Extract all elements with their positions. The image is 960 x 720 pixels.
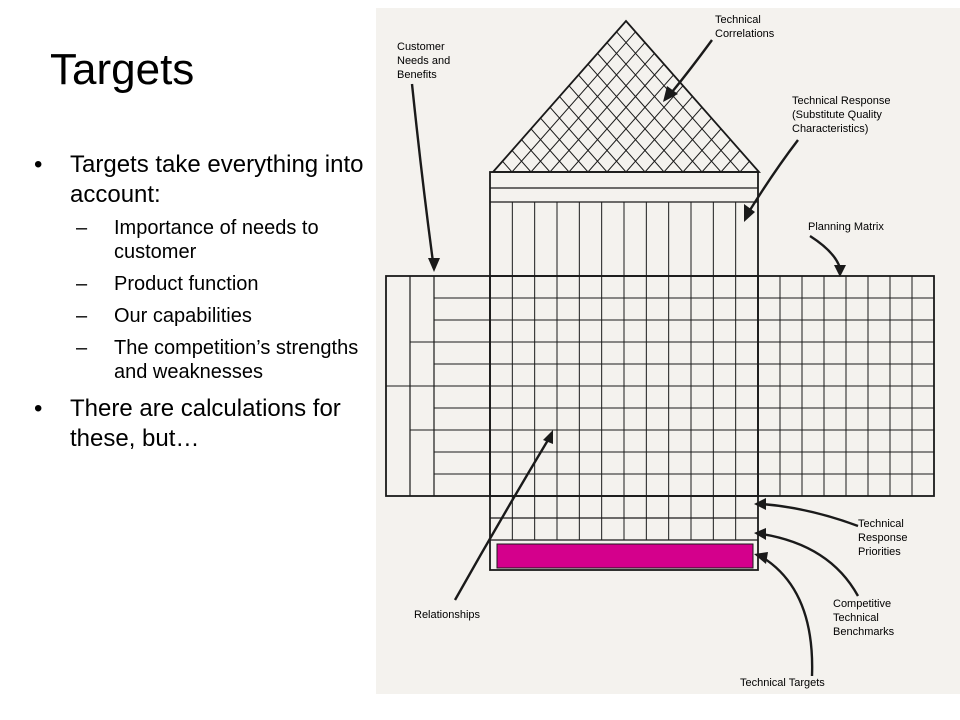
arrow-benchmarks [761, 532, 860, 597]
roof-hatch-line [511, 21, 673, 172]
label-technical-correlations: Technical Correlations [715, 14, 775, 40]
arrowhead-relationships [543, 430, 553, 444]
arrow-technical-targets [761, 555, 814, 677]
roof-hatch-line [587, 21, 749, 172]
bullet-targets-text: Targets take everything into account: [70, 151, 364, 208]
slide-title: Targets [50, 45, 195, 94]
label-technical-response-priorities: Technical Response Priorities [858, 518, 911, 558]
label-planning-matrix: Planning Matrix [808, 221, 884, 233]
technical-response-header [489, 171, 759, 277]
roof-hatch-line [541, 21, 703, 172]
callout-arrows [410, 39, 860, 677]
roof-hatch-line [598, 21, 759, 172]
label-customer-needs: Customer Needs and Benefits [397, 41, 453, 81]
bullet-list: Targets take everything into account: Im… [30, 150, 375, 454]
roof-hatch-line [493, 21, 570, 172]
diagram-background [376, 8, 960, 694]
label-technical-targets: Technical Targets [740, 677, 825, 689]
arrowhead-technical-correlations [663, 86, 678, 102]
roof-hatch-line [522, 21, 684, 172]
roof-hatch-line [568, 21, 730, 172]
sub-bullet-competition: The competition’s strengths and weakness… [70, 336, 375, 384]
arrowhead-response-priorities [754, 498, 766, 510]
planning-matrix [757, 275, 935, 497]
arrow-relationships [453, 439, 550, 601]
technical-bottom-rows [489, 495, 759, 571]
roof-hatch-line [560, 21, 722, 172]
roof-hatch-line [493, 21, 551, 172]
roof-hatch-line [493, 21, 654, 172]
bullet-calculations-text: There are calculations for these, but… [70, 395, 341, 452]
roof-hatch-line [549, 21, 711, 172]
roof-hatch-line [701, 21, 759, 172]
sub-bullet-list: Importance of needs to customer Product … [70, 216, 375, 384]
arrow-technical-response [748, 139, 799, 211]
sub-bullet-importance: Importance of needs to customer [70, 216, 375, 264]
roof-hatch-line [579, 21, 741, 172]
arrowhead-planning-matrix [834, 265, 846, 277]
sub-bullet-capabilities: Our capabilities [70, 304, 375, 328]
bullet-calculations: There are calculations for these, but… [30, 394, 375, 454]
label-technical-response: Technical Response (Substitute Quality C… [792, 95, 894, 135]
roof-hatch-line [503, 21, 665, 172]
arrowhead-technical-response [744, 204, 755, 222]
arrowhead-technical-targets [754, 552, 768, 564]
label-competitive-benchmarks: Competitive Technical Benchmarks [833, 598, 895, 638]
sub-bullet-function: Product function [70, 272, 375, 296]
roof-hatch-line [682, 21, 759, 172]
house-of-quality-diagram: Customer Needs and Benefits Technical Co… [376, 8, 960, 694]
arrow-customer-needs [410, 83, 435, 263]
arrow-technical-correlations [671, 39, 713, 93]
technical-targets-highlight [496, 543, 754, 569]
roof-hatch-line [530, 21, 692, 172]
correlation-roof-hatch [493, 21, 759, 172]
bullet-targets: Targets take everything into account: [30, 150, 375, 210]
arrowhead-benchmarks [754, 528, 766, 540]
arrow-response-priorities [761, 502, 859, 528]
label-relationships: Relationships [414, 609, 481, 621]
callout-arrowheads [428, 86, 846, 564]
arrowhead-customer-needs [428, 258, 440, 272]
